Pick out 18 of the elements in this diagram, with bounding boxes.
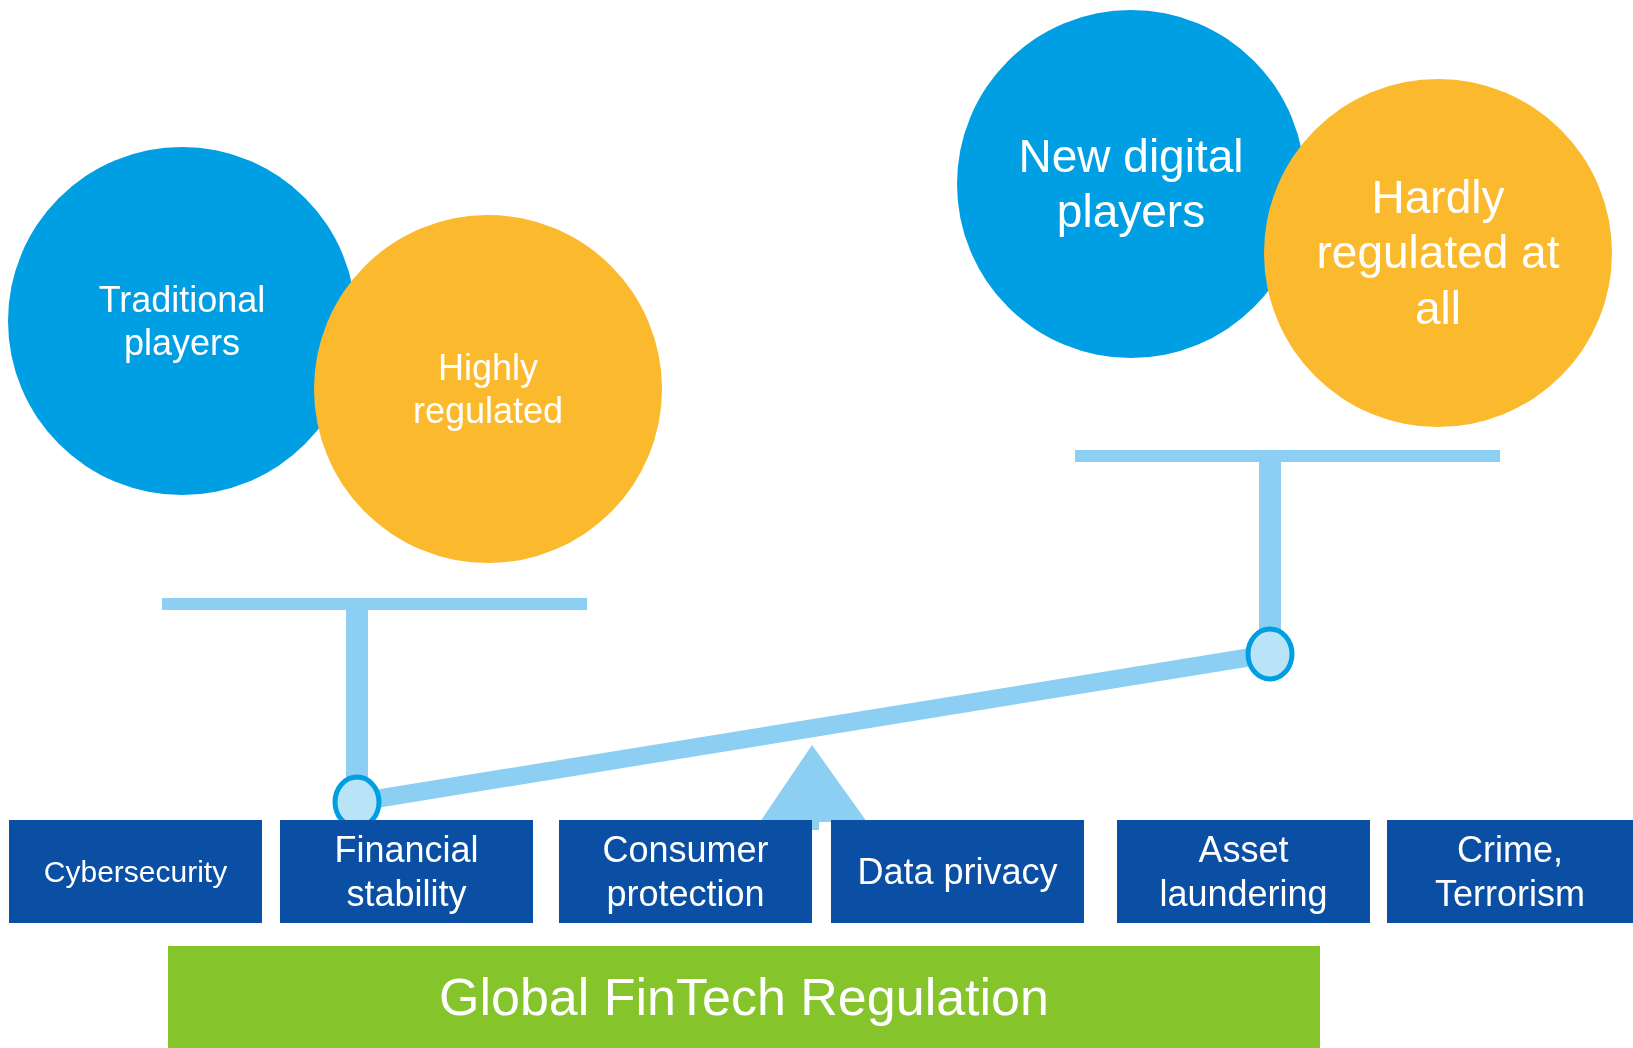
box-label: Consumer protection	[601, 828, 770, 915]
box-label: Asset laundering	[1158, 828, 1329, 915]
category-box	[831, 820, 1084, 923]
category-box	[280, 820, 533, 923]
box-label: Global FinTech Regulation	[439, 966, 1049, 1028]
circle-label: Highly regulated	[411, 345, 565, 433]
category-box	[559, 820, 812, 923]
box-label: Crime, Terrorism	[1434, 828, 1586, 915]
circle-label: Hardly regulated at all	[1315, 170, 1561, 336]
banner-bar	[168, 946, 1320, 1048]
category-box	[9, 820, 262, 923]
category-box	[1117, 820, 1370, 923]
box-label: Financial stability	[333, 828, 480, 915]
circle-label: New digital players	[1017, 128, 1245, 239]
box-label: Cybersecurity	[43, 853, 228, 890]
category-box	[1387, 820, 1633, 923]
circle-label: Traditional players	[97, 277, 267, 365]
box-label: Data privacy	[857, 849, 1058, 894]
